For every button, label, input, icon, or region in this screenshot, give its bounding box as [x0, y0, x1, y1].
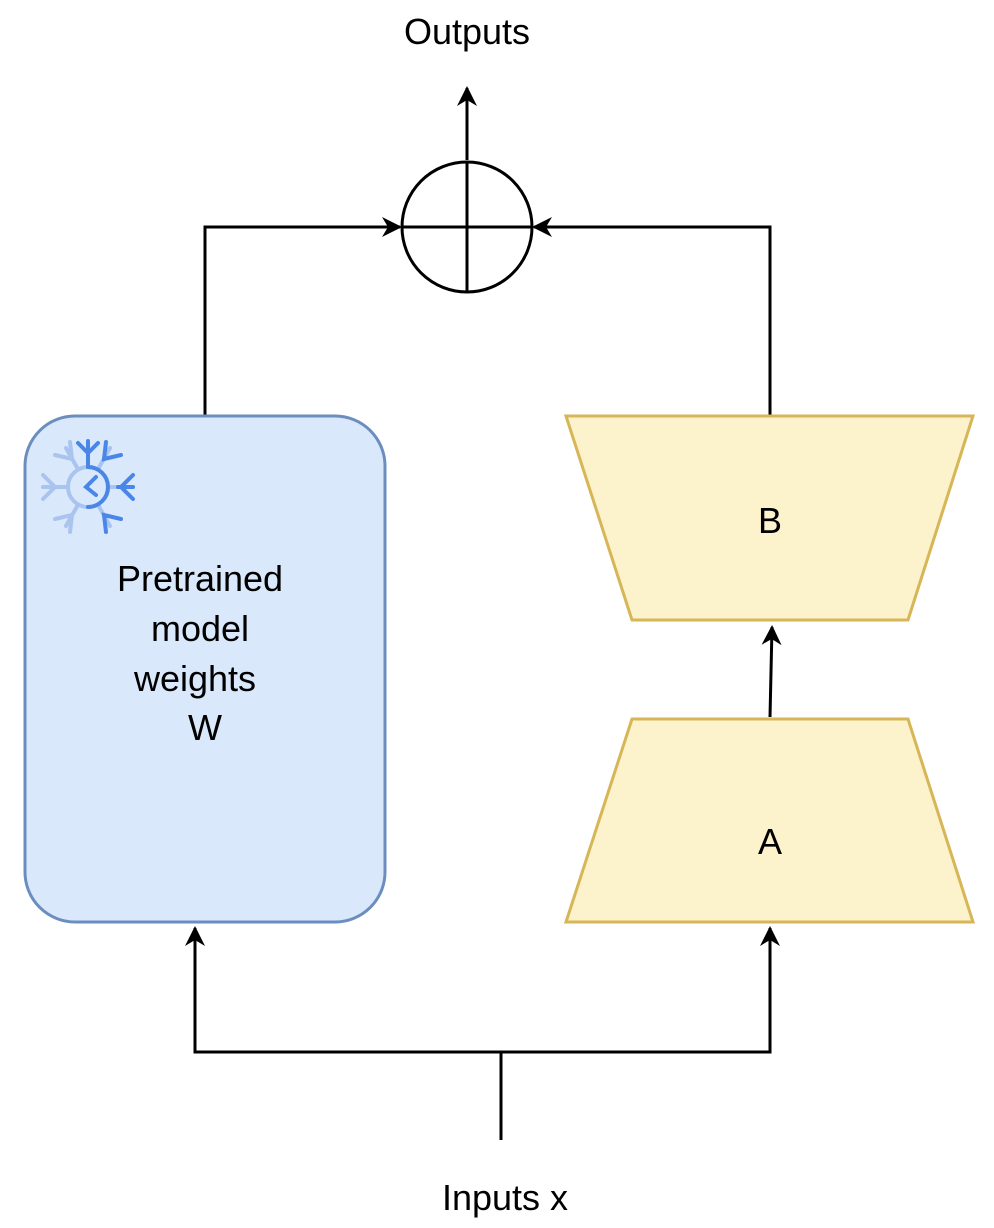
pretrained-label-line-1: Pretrained [117, 558, 283, 599]
pretrained-weights-label: Pretrained model weights W [117, 558, 293, 748]
inputs-label: Inputs x [442, 1177, 568, 1218]
pretrained-label-line-4: W [188, 707, 222, 748]
adapter-b-block: B [563, 414, 976, 622]
adapter-a-block: A [563, 717, 976, 924]
adapter-b-shape [563, 414, 976, 622]
input-to-pretrained-connector [185, 926, 501, 1054]
pretrained-weights-block: Pretrained model weights W [23, 414, 387, 924]
sum-node [400, 160, 534, 294]
adapter-a-label: A [758, 821, 782, 862]
snowflake-icon [41, 439, 135, 534]
pretrained-weights-box [23, 414, 387, 924]
a-to-b-arrow [761, 625, 782, 718]
adapter-to-sum-connector [532, 217, 772, 415]
pretrained-to-sum-connector [203, 217, 402, 415]
adapter-b-label: B [758, 500, 782, 541]
pretrained-label-line-2: model [151, 608, 249, 649]
adapter-a-shape [563, 717, 976, 924]
pretrained-label-line-3: weights [133, 658, 256, 699]
outputs-label: Outputs [404, 11, 530, 52]
input-to-adapter-connector [501, 926, 780, 1054]
